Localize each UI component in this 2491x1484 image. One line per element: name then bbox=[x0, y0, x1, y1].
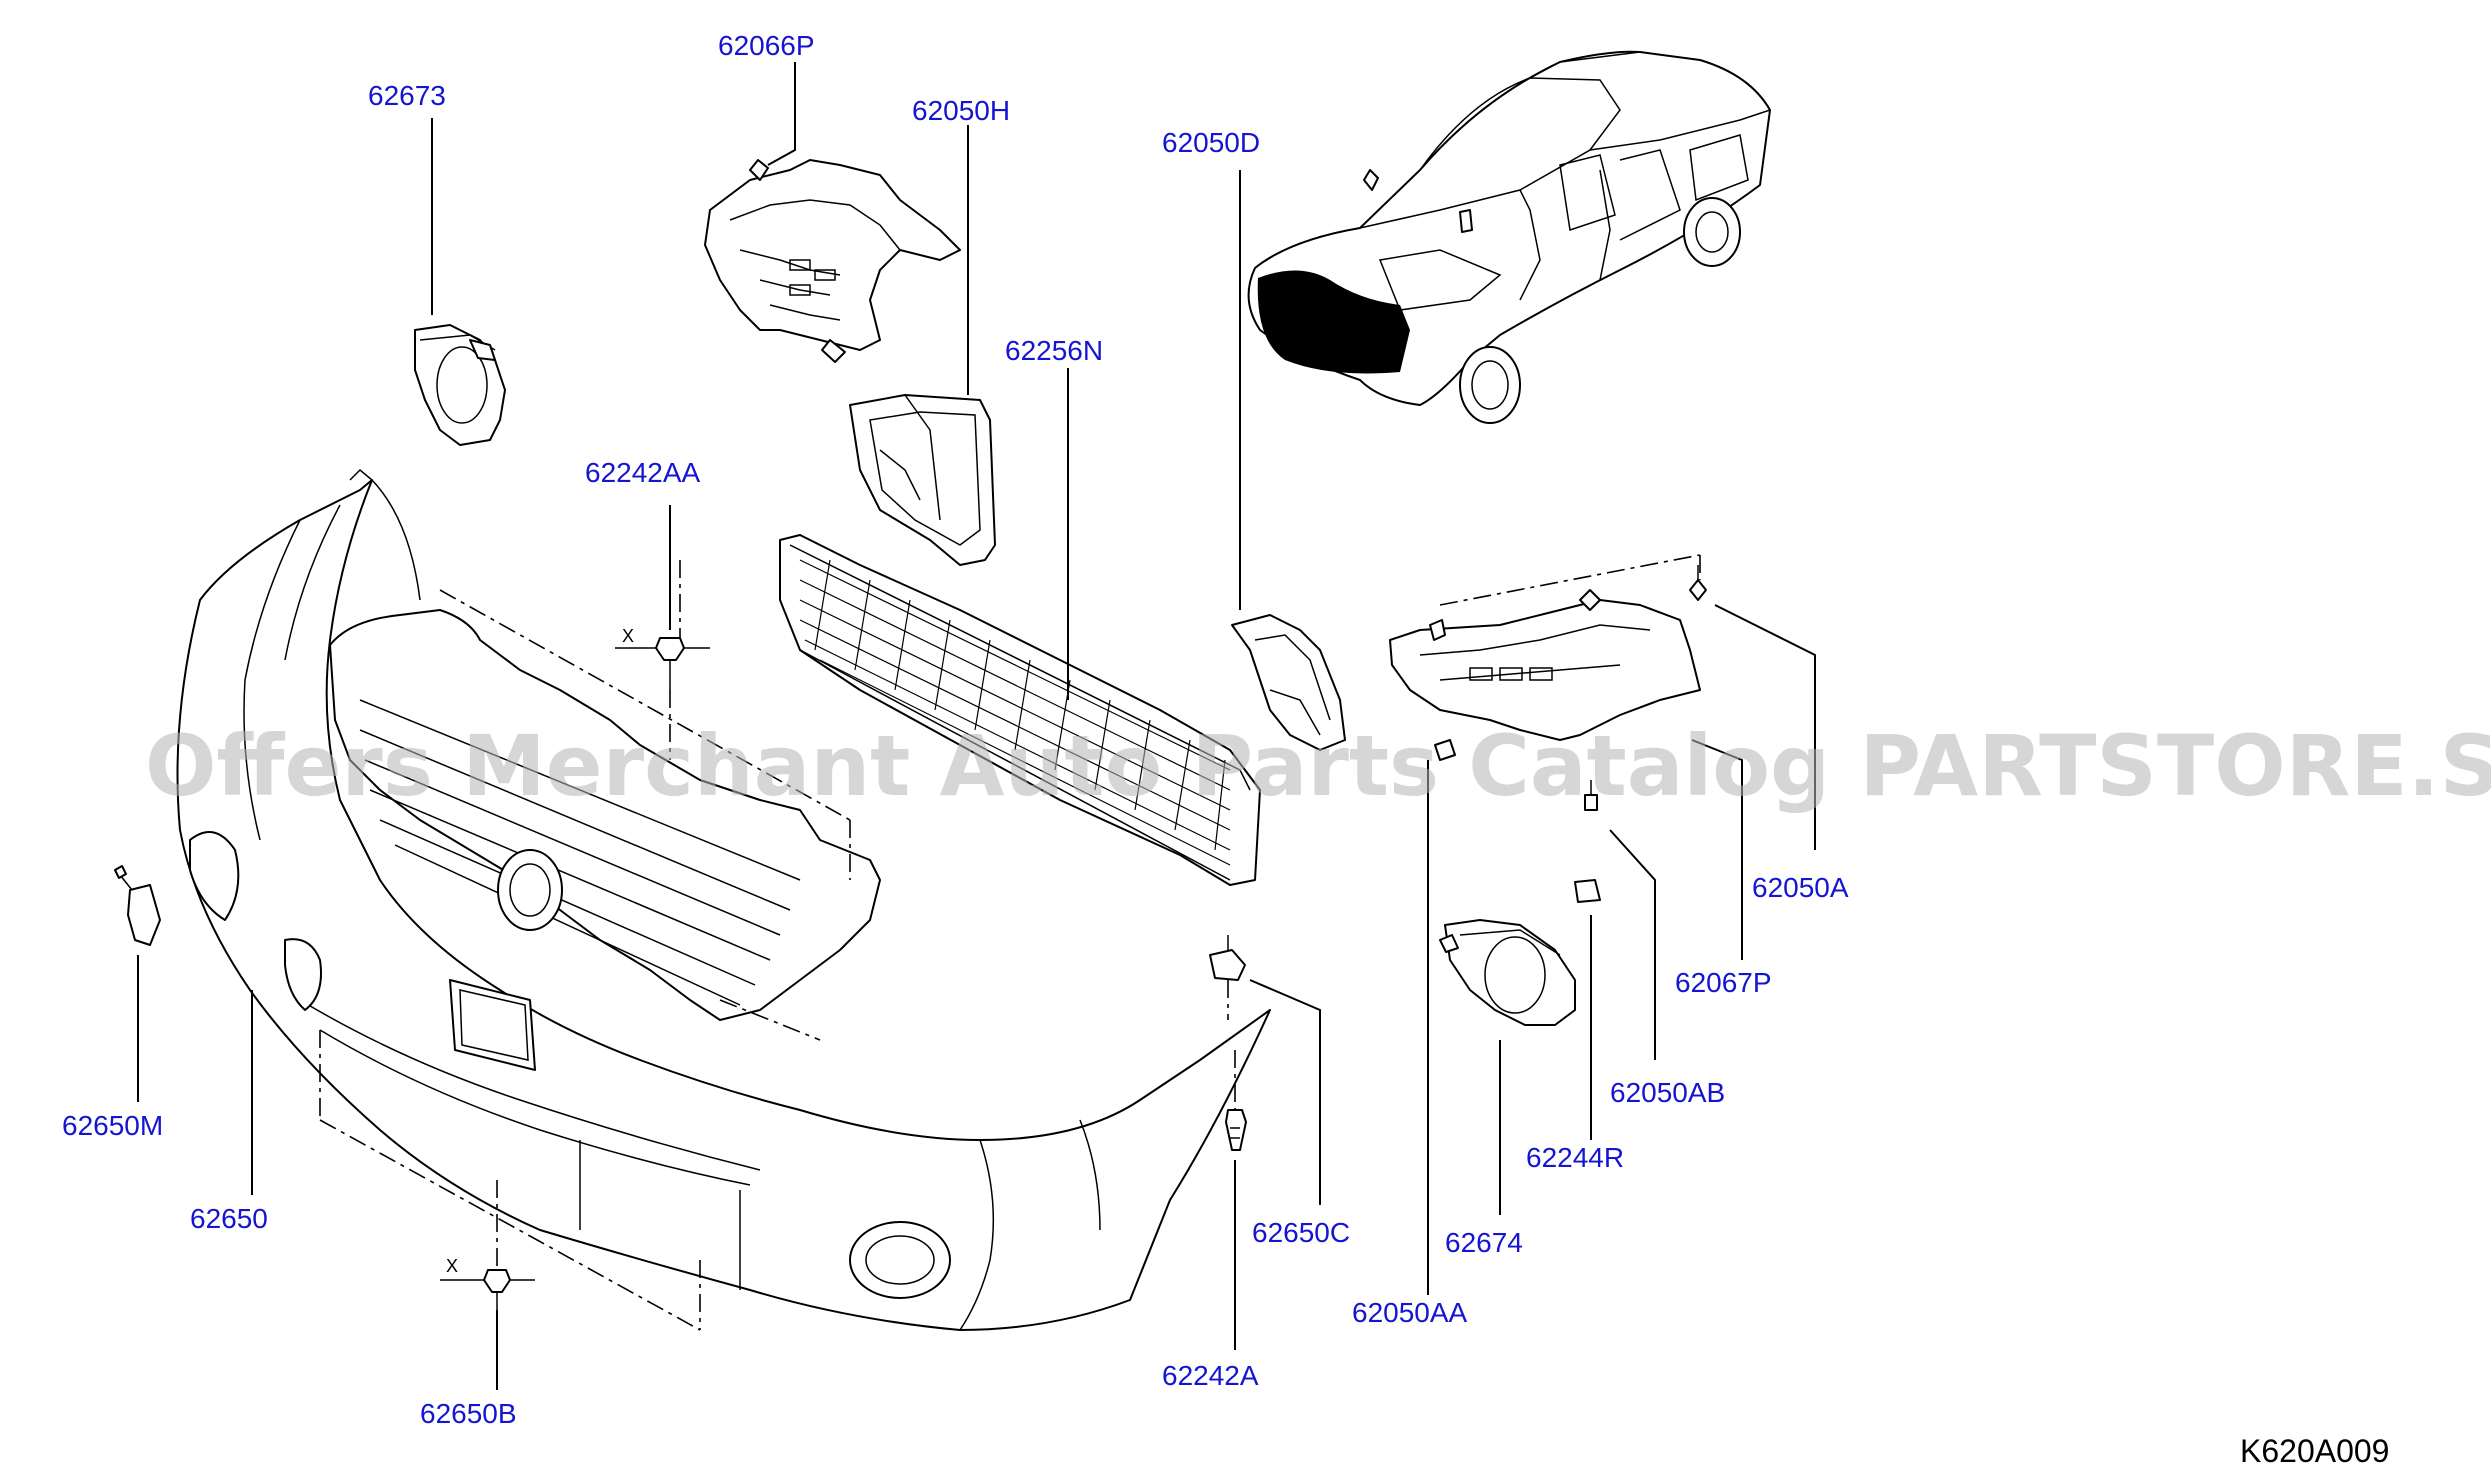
part-62650m-drawing bbox=[114, 865, 161, 946]
part-label-62242a[interactable]: 62242A bbox=[1162, 1360, 1259, 1391]
part-62050a-drawing bbox=[1389, 554, 1701, 741]
part-62242a-screw-drawing bbox=[1225, 1050, 1247, 1151]
part-62674-drawing bbox=[1439, 919, 1576, 1026]
part-label-62650b[interactable]: 62650B bbox=[420, 1398, 517, 1429]
part-label-62050ab[interactable]: 62050AB bbox=[1610, 1077, 1725, 1108]
cross-marker-lower: X bbox=[446, 1256, 458, 1276]
part-62650b-screw-drawing bbox=[440, 1180, 535, 1310]
part-label-62066p[interactable]: 62066P bbox=[718, 30, 815, 61]
part-62256n-drawing bbox=[779, 534, 1261, 886]
cross-marker-upper: X bbox=[622, 626, 634, 646]
part-62050h-drawing bbox=[849, 394, 996, 566]
part-label-62050h[interactable]: 62050H bbox=[912, 95, 1010, 126]
part-label-62674[interactable]: 62674 bbox=[1445, 1227, 1523, 1258]
part-label-62650m[interactable]: 62650M bbox=[62, 1110, 163, 1141]
leader-lines bbox=[137, 62, 1816, 1390]
part-62066p-drawing bbox=[704, 159, 961, 363]
diagram-code: K620A009 bbox=[2240, 1433, 2389, 1469]
clip-parts-drawing bbox=[1434, 565, 1707, 903]
part-label-62650[interactable]: 62650 bbox=[190, 1203, 268, 1234]
part-label-62050a[interactable]: 62050A bbox=[1752, 872, 1849, 903]
part-label-62067p[interactable]: 62067P bbox=[1675, 967, 1772, 998]
watermark-text: Offers Merchant Auto Parts Catalog PARTS… bbox=[145, 717, 2491, 815]
part-label-62050aa[interactable]: 62050AA bbox=[1352, 1297, 1468, 1328]
part-label-62050d[interactable]: 62050D bbox=[1162, 127, 1260, 158]
part-label-62244r[interactable]: 62244R bbox=[1526, 1142, 1624, 1173]
part-62050d-drawing bbox=[1231, 614, 1346, 751]
part-62673-drawing bbox=[414, 324, 506, 446]
part-62650c-clip-drawing bbox=[1209, 935, 1246, 1020]
highlighted-front-bumper-area bbox=[1257, 270, 1410, 374]
part-62650-bumper-drawing bbox=[176, 468, 1271, 1331]
part-labels: 62066P 62673 62050H 62050D 62256N 62242A… bbox=[62, 30, 1849, 1429]
part-label-62673[interactable]: 62673 bbox=[368, 80, 446, 111]
part-label-62650c[interactable]: 62650C bbox=[1252, 1217, 1350, 1248]
part-label-62242aa[interactable]: 62242AA bbox=[585, 457, 701, 488]
part-62242aa-screw-drawing bbox=[615, 505, 710, 760]
vehicle-locator-illustration bbox=[1247, 50, 1771, 424]
part-label-62256n[interactable]: 62256N bbox=[1005, 335, 1103, 366]
